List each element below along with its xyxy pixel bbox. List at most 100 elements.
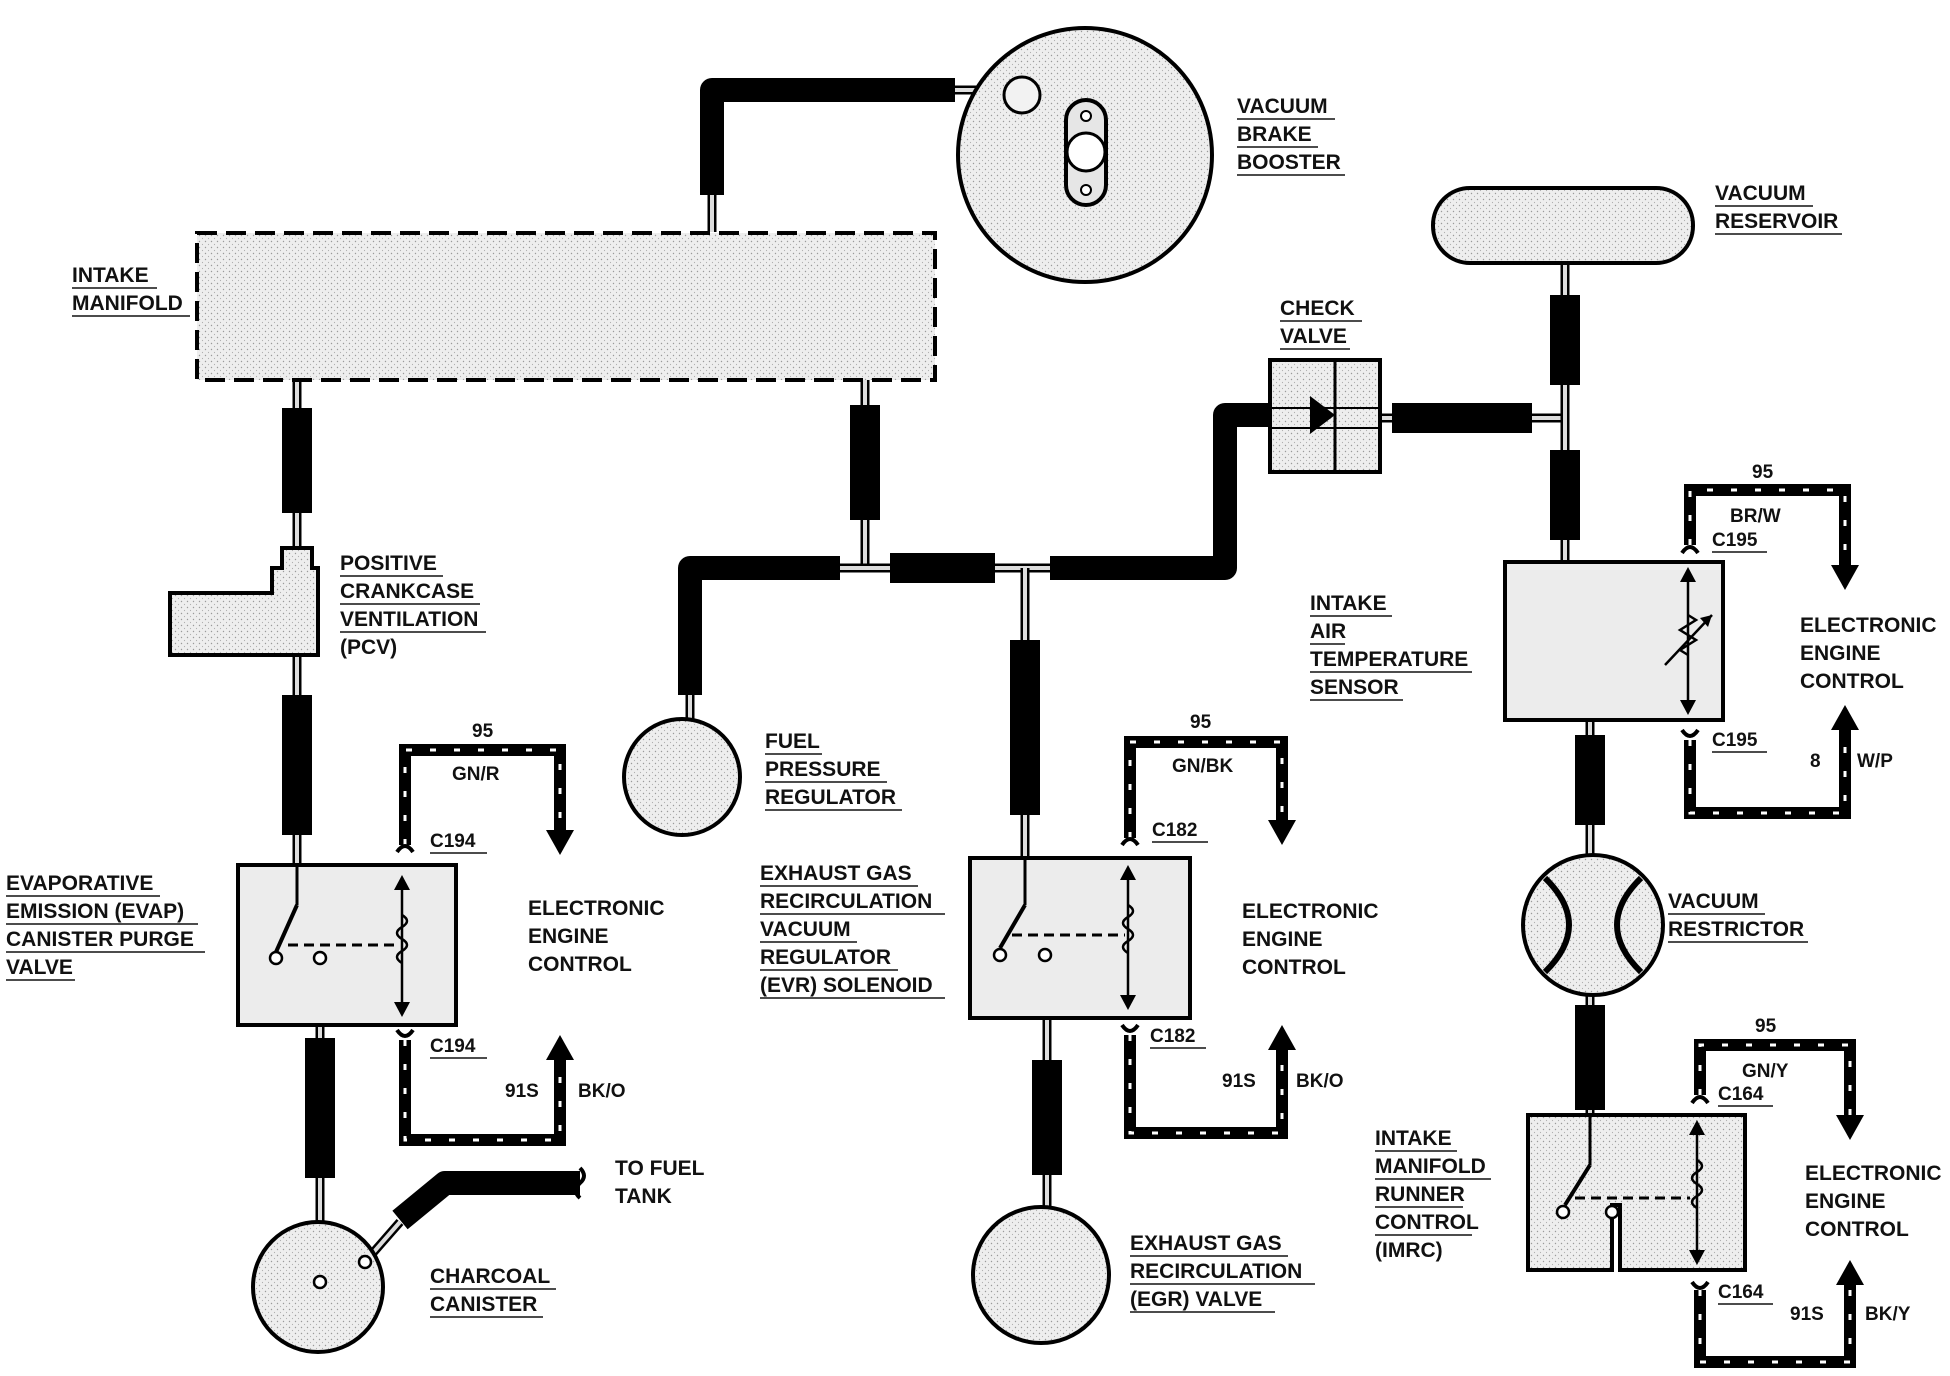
svg-text:AIR: AIR (1310, 620, 1346, 643)
label-egr-valve: EXHAUST GAS RECIRCULATION (EGR) VALVE (1130, 1232, 1315, 1313)
label-vacuum-reservoir: VACUUM RESERVOIR (1715, 182, 1842, 235)
svg-text:GN/Y: GN/Y (1742, 1061, 1789, 1082)
wiring-evr (1120, 736, 1296, 1139)
svg-text:CONTROL: CONTROL (528, 953, 632, 976)
svg-text:PRESSURE: PRESSURE (765, 758, 881, 781)
svg-text:ELECTRONIC: ELECTRONIC (528, 897, 665, 920)
svg-text:CANISTER PURGE: CANISTER PURGE (6, 928, 194, 951)
svg-text:RESERVOIR: RESERVOIR (1715, 210, 1838, 233)
wiring-labels-evr: 95 GN/BK C182 C182 91S BK/O (1150, 712, 1344, 1092)
svg-text:C164: C164 (1718, 1282, 1764, 1303)
wiring-labels-imrc: 95 GN/Y C164 C164 91S BK/Y (1718, 1016, 1911, 1325)
svg-text:POSITIVE: POSITIVE (340, 552, 437, 575)
svg-text:CANISTER: CANISTER (430, 1293, 537, 1316)
label-eec-imrc: ELECTRONIC ENGINE CONTROL (1805, 1162, 1942, 1241)
wiring-iat (1680, 484, 1859, 819)
svg-text:REGULATOR: REGULATOR (765, 786, 896, 809)
svg-text:EXHAUST GAS: EXHAUST GAS (760, 862, 912, 885)
vacuum-restrictor (1521, 853, 1665, 997)
svg-text:BK/O: BK/O (578, 1081, 626, 1102)
label-vacuum-restrictor: VACUUM RESTRICTOR (1668, 890, 1808, 943)
svg-text:BR/W: BR/W (1730, 506, 1781, 527)
svg-text:ELECTRONIC: ELECTRONIC (1800, 614, 1937, 637)
evap-purge-valve (236, 863, 458, 1027)
check-valve (1268, 358, 1382, 474)
svg-text:C194: C194 (430, 1036, 476, 1057)
pcv-valve (168, 546, 320, 657)
label-fuel-pressure-regulator: FUEL PRESSURE REGULATOR (765, 730, 902, 811)
svg-text:ENGINE: ENGINE (1800, 642, 1881, 665)
svg-text:C164: C164 (1718, 1084, 1764, 1105)
svg-text:RUNNER: RUNNER (1375, 1183, 1465, 1206)
label-check-valve: CHECK VALVE (1280, 297, 1362, 350)
imrc-solenoid (1526, 1113, 1747, 1272)
svg-text:CONTROL: CONTROL (1242, 956, 1346, 979)
label-imrc: INTAKE MANIFOLD RUNNER CONTROL (IMRC) (1375, 1127, 1491, 1262)
svg-text:INTAKE: INTAKE (1375, 1127, 1452, 1150)
egr-valve (971, 1205, 1111, 1345)
svg-text:(EVR) SOLENOID: (EVR) SOLENOID (760, 974, 933, 997)
wiring-evap (395, 744, 574, 1146)
svg-text:91S: 91S (505, 1081, 539, 1102)
label-eec-iat: ELECTRONIC ENGINE CONTROL (1800, 614, 1937, 693)
wiring-labels-evap: 95 GN/R C194 C194 91S BK/O (430, 721, 626, 1102)
svg-text:BOOSTER: BOOSTER (1237, 151, 1341, 174)
svg-text:8: 8 (1810, 751, 1821, 772)
svg-text:FUEL: FUEL (765, 730, 820, 753)
svg-text:(IMRC): (IMRC) (1375, 1239, 1443, 1262)
svg-text:VACUUM: VACUUM (760, 918, 851, 941)
svg-text:RECIRCULATION: RECIRCULATION (760, 890, 932, 913)
label-eec-evap: ELECTRONIC ENGINE CONTROL (528, 897, 665, 976)
label-pcv: POSITIVE CRANKCASE VENTILATION (PCV) (340, 552, 486, 659)
label-intake-manifold: INTAKE MANIFOLD (72, 264, 190, 317)
svg-text:BK/O: BK/O (1296, 1071, 1344, 1092)
svg-text:TANK: TANK (615, 1185, 672, 1208)
svg-text:(EGR) VALVE: (EGR) VALVE (1130, 1288, 1262, 1311)
charcoal-canister (251, 1220, 385, 1354)
svg-text:VALVE: VALVE (6, 956, 73, 979)
svg-text:CRANKCASE: CRANKCASE (340, 580, 474, 603)
iat-sensor (1503, 560, 1725, 722)
fuel-pressure-regulator (622, 717, 742, 837)
svg-text:REGULATOR: REGULATOR (760, 946, 891, 969)
svg-text:CHARCOAL: CHARCOAL (430, 1265, 550, 1288)
svg-text:INTAKE: INTAKE (72, 264, 149, 287)
svg-text:VALVE: VALVE (1280, 325, 1347, 348)
label-vacuum-brake-booster: VACUUM BRAKE BOOSTER (1237, 95, 1345, 176)
svg-text:ELECTRONIC: ELECTRONIC (1242, 900, 1379, 923)
svg-text:EMISSION (EVAP): EMISSION (EVAP) (6, 900, 184, 923)
svg-text:VACUUM: VACUUM (1668, 890, 1759, 913)
svg-text:(PCV): (PCV) (340, 636, 397, 659)
vacuum-brake-booster (956, 26, 1214, 284)
svg-text:ENGINE: ENGINE (528, 925, 609, 948)
label-charcoal-canister: CHARCOAL CANISTER (430, 1265, 556, 1318)
svg-text:C195: C195 (1712, 730, 1758, 751)
svg-text:CONTROL: CONTROL (1805, 1218, 1909, 1241)
svg-text:91S: 91S (1222, 1071, 1256, 1092)
svg-text:VACUUM: VACUUM (1715, 182, 1806, 205)
svg-text:RECIRCULATION: RECIRCULATION (1130, 1260, 1302, 1283)
svg-text:EXHAUST GAS: EXHAUST GAS (1130, 1232, 1282, 1255)
svg-text:EVAPORATIVE: EVAPORATIVE (6, 872, 153, 895)
svg-text:95: 95 (1752, 462, 1774, 483)
svg-text:ENGINE: ENGINE (1805, 1190, 1886, 1213)
svg-text:VENTILATION: VENTILATION (340, 608, 478, 631)
svg-text:CONTROL: CONTROL (1375, 1211, 1479, 1234)
svg-text:ENGINE: ENGINE (1242, 928, 1323, 951)
svg-text:CONTROL: CONTROL (1800, 670, 1904, 693)
svg-text:95: 95 (472, 721, 494, 742)
svg-text:C182: C182 (1152, 820, 1197, 841)
label-evr-solenoid: EXHAUST GAS RECIRCULATION VACUUM REGULAT… (760, 862, 945, 999)
svg-text:95: 95 (1190, 712, 1212, 733)
label-evap: EVAPORATIVE EMISSION (EVAP) CANISTER PUR… (6, 872, 205, 981)
svg-text:GN/R: GN/R (452, 764, 500, 785)
svg-text:C194: C194 (430, 831, 476, 852)
svg-text:W/P: W/P (1857, 751, 1893, 772)
svg-text:GN/BK: GN/BK (1172, 756, 1234, 777)
svg-text:TEMPERATURE: TEMPERATURE (1310, 648, 1468, 671)
intake-manifold (195, 231, 937, 382)
svg-text:91S: 91S (1790, 1304, 1824, 1325)
wiring-imrc (1690, 1039, 1864, 1368)
svg-text:MANIFOLD: MANIFOLD (72, 292, 183, 315)
